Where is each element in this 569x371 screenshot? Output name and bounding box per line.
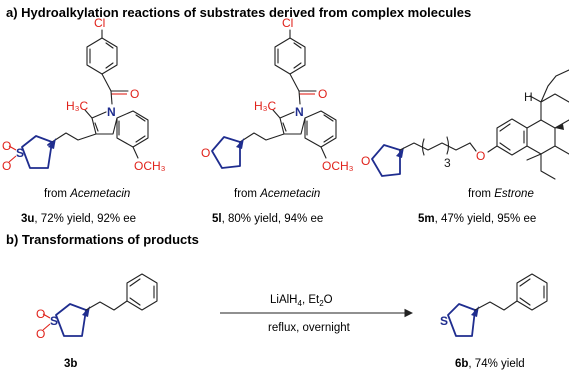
structure-3u: Cl O N H₃C OCH₃ S O O	[2, 16, 166, 173]
structure-3b: S O O	[36, 273, 158, 341]
methyl-group-3u: H₃C	[66, 99, 89, 113]
structure-6b: S	[440, 273, 548, 337]
source-5m: from Estrone	[468, 188, 534, 200]
chlorine-atom-5l: Cl	[282, 16, 293, 30]
sulfonyl-oxygen-1-3b: O	[36, 307, 45, 321]
methyl-group-5l: H₃C	[254, 99, 277, 113]
nitrogen-atom-5l: N	[295, 105, 304, 119]
label-3b: 3b	[64, 358, 77, 370]
sulfur-atom-3u: S	[16, 146, 24, 160]
result-5l: 5l, 80% yield, 94% ee	[212, 213, 323, 225]
reagent-text: LiAlH4, Et2O	[270, 294, 333, 308]
ring-oxygen-5l: O	[201, 146, 210, 160]
sulfur-atom-6b: S	[440, 314, 448, 328]
sulfur-atom-3b: S	[50, 314, 58, 328]
ether-oxygen-5m: O	[476, 149, 485, 163]
sulfonyl-oxygen-2-3b: O	[36, 327, 45, 341]
methoxy-group-3u: OCH₃	[134, 159, 166, 173]
carbonyl-oxygen-5l: O	[318, 87, 327, 101]
source-3u: from Acemetacin	[44, 188, 130, 200]
structure-5l: Cl O N H₃C OCH₃ O	[201, 16, 354, 173]
nitrogen-atom-3u: N	[107, 105, 116, 119]
result-5m: 5m, 47% yield, 95% ee	[418, 213, 536, 225]
hydrogen-atom-5m: H	[524, 90, 533, 104]
chlorine-atom-3u: Cl	[94, 16, 105, 30]
carbonyl-oxygen-3u: O	[130, 87, 139, 101]
sulfonyl-oxygen-1-3u: O	[2, 139, 11, 153]
repeat-count-5m: 3	[444, 156, 451, 170]
ring-oxygen-5m: O	[361, 154, 370, 168]
sulfonyl-oxygen-2-3u: O	[2, 159, 11, 173]
section-b-title: b) Transformations of products	[6, 232, 199, 247]
source-5l: from Acemetacin	[234, 188, 320, 200]
methoxy-group-5l: OCH₃	[322, 159, 354, 173]
result-3u: 3u, 72% yield, 92% ee	[21, 213, 136, 225]
structure-5m: O 3 O H	[361, 69, 569, 180]
result-6b: 6b, 74% yield	[455, 358, 525, 370]
condition-text: reflux, overnight	[268, 322, 351, 334]
section-a-title: a) Hydroalkylation reactions of substrat…	[6, 5, 471, 20]
